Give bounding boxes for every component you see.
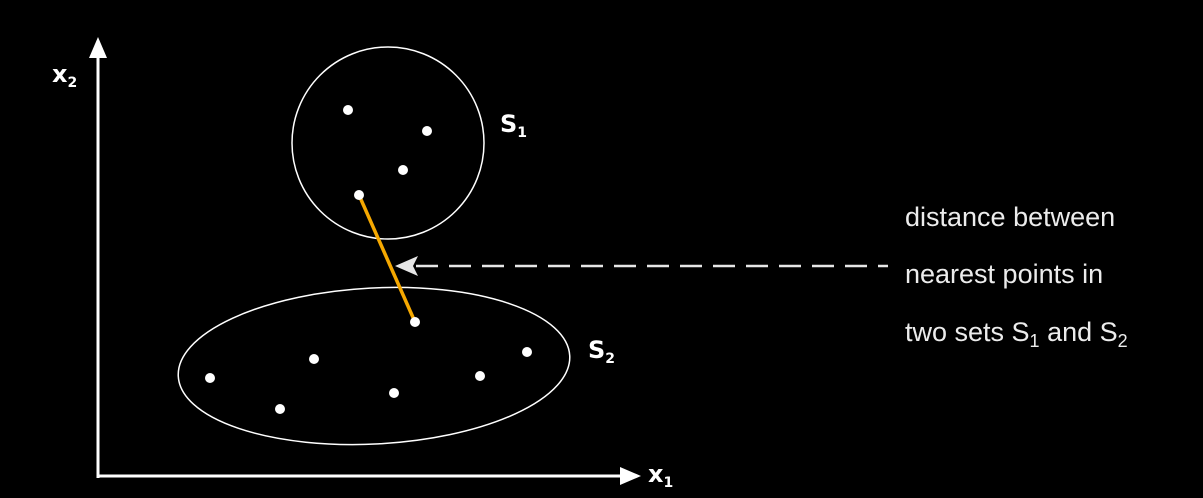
set-s2-label-sub: 2 [605,351,615,367]
set-s2-boundary [177,286,571,446]
y-axis-label: x2 [52,60,77,91]
annotation-line-3-mid: and S [1040,317,1118,347]
y-axis-label-main: x [52,60,68,88]
y-axis-arrowhead [89,37,107,58]
set-s1-nearest-point [354,190,364,200]
annotation-line-2: nearest points in [905,259,1103,289]
set-s1-point [343,105,353,115]
nearest-connector [354,190,420,327]
set-s1-boundary [291,46,485,240]
set-s1: S1 [291,46,527,240]
annotation-line-1: distance between [905,202,1115,232]
set-s1-point [398,165,408,175]
dashed-arrowhead [395,256,418,276]
nearest-distance-line [357,194,417,323]
annotation-line-3-prefix: two sets S [905,317,1030,347]
set-s2-point [205,373,215,383]
x-axis-label-sub: 1 [663,475,673,491]
set-s1-label-sub: 1 [517,125,527,141]
annotation-line-3-sub2: 2 [1118,331,1128,351]
annotation-line-3-sub1: 1 [1030,331,1040,351]
y-axis-label-sub: 2 [67,75,77,91]
set-s2-label-main: S [588,336,605,364]
set-s1-point [422,126,432,136]
set-s1-label: S1 [500,110,527,141]
set-s2-point [275,404,285,414]
set-s2-point [389,388,399,398]
set-s2-label: S2 [588,336,615,367]
set-s1-label-main: S [500,110,517,138]
annotation-text: distance between nearest points in two s… [905,202,1128,351]
set-s2: S2 [177,286,615,446]
x-axis-label: x1 [648,460,673,491]
set-s2-point [309,354,319,364]
annotation-line-3: two sets S1 and S2 [905,317,1128,351]
x-axis-label-main: x [648,460,664,488]
set-s2-point [522,347,532,357]
annotation-arrow [395,256,888,276]
x-axis-arrowhead [620,467,641,485]
set-s2-nearest-point [410,317,420,327]
axes: x2 x1 [52,37,673,491]
set-s2-point [475,371,485,381]
